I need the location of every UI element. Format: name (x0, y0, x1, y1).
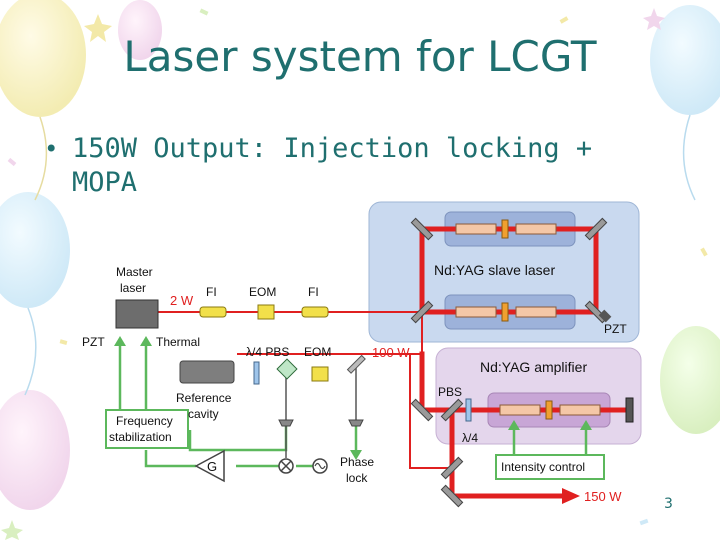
balloon-shape (118, 0, 162, 60)
amplifier-crystal-left (499, 404, 541, 416)
pzt-actuator (598, 309, 612, 323)
confetti-piece (700, 247, 708, 257)
slave-rotator-bottom (501, 302, 509, 322)
confetti-piece (7, 157, 17, 167)
lambda4-plate (253, 361, 260, 385)
balloon-shape (660, 326, 720, 434)
confetti-star (1, 520, 23, 540)
page-number: 3 (664, 496, 673, 512)
faraday-isolator-2 (301, 306, 329, 318)
label-eom-1: EOM (249, 285, 276, 299)
confetti-piece (59, 339, 68, 345)
mirror-top-left (410, 217, 434, 241)
label-amplifier: Nd:YAG amplifier (480, 359, 587, 375)
mirror-output-corner (440, 484, 464, 508)
photodetector-icon (278, 419, 294, 427)
photodetector-icon (348, 419, 364, 427)
mirror-bottom-left (410, 300, 434, 324)
label-pzt-left: PZT (82, 335, 105, 349)
mirror-output-lower (440, 456, 464, 480)
frequency-stabilization-box (105, 409, 189, 449)
label-reference-cavity-line2: cavity (188, 407, 219, 421)
amplifier-lambda4 (465, 398, 472, 422)
beam-splitter-sample (346, 354, 366, 374)
label-slave-laser: Nd:YAG slave laser (434, 262, 555, 278)
mirror-100w-turn (410, 398, 434, 422)
label-power-150w: 150 W (584, 489, 622, 504)
arrowhead-down-icon (350, 450, 362, 460)
amplifier-end-mirror (625, 397, 634, 423)
bullet-text: 150W Output: Injection locking + MOPA (72, 133, 593, 198)
amplifier-rotator (545, 400, 553, 420)
label-fi-1: FI (206, 285, 217, 299)
slide-title: Laser system for LCGT (123, 32, 597, 81)
reference-cavity-box (179, 360, 235, 384)
mixer-cross (280, 460, 292, 472)
balloon-string (24, 307, 37, 396)
mirror-top-right (584, 217, 608, 241)
sine-wave (314, 462, 326, 470)
amplifier-pbs (440, 398, 464, 422)
feedback-detector-to-freq (188, 425, 288, 452)
slave-crystal-top-right (515, 223, 557, 235)
master-laser-box (115, 299, 159, 329)
arrowhead-up-icon (580, 420, 592, 430)
pbs-cube (276, 358, 298, 380)
label-fi-2: FI (308, 285, 319, 299)
label-lambda4: λ/4 (462, 431, 478, 445)
label-eom-2: EOM (304, 345, 331, 359)
output-beam-arrowhead (562, 488, 580, 504)
label-frequency-line1: Frequency (116, 414, 173, 428)
label-reference-cavity-line1: Reference (176, 391, 232, 405)
slave-crystal-bottom-left (455, 306, 497, 318)
amplifier-crystal-right (559, 404, 601, 416)
slave-rotator-top (501, 219, 509, 239)
balloon-string (34, 116, 48, 201)
label-lambda4-pbs: λ/4 PBS (246, 345, 289, 359)
label-phase-lock-line2: lock (346, 471, 368, 485)
eom-2 (311, 366, 329, 382)
balloon-shape (0, 192, 70, 308)
label-thermal: Thermal (156, 335, 200, 349)
confetti-star (84, 14, 112, 42)
faraday-isolator-1 (199, 306, 227, 318)
eom-1 (257, 304, 275, 320)
confetti-piece (199, 8, 209, 16)
arrowhead-up-icon (140, 336, 152, 346)
gain-amplifier-icon (194, 449, 225, 483)
confetti-piece (639, 518, 649, 526)
label-pzt-right: PZT (604, 322, 627, 336)
balloon-shape (0, 390, 70, 510)
confetti-star (643, 8, 665, 30)
intensity-control-box (495, 454, 605, 480)
slave-crystal-bottom-right (515, 306, 557, 318)
label-g: G (207, 459, 217, 474)
confetti-piece (559, 16, 569, 24)
label-master-laser-line2: laser (120, 281, 146, 295)
label-phase-lock-line1: Phase (340, 455, 374, 469)
arrowhead-up-icon (508, 420, 520, 430)
feedback-g-loop (144, 450, 196, 468)
balloon-shape (650, 5, 720, 115)
slave-crystal-top-left (455, 223, 497, 235)
label-frequency-line2: stabilization (109, 430, 172, 444)
arrowhead-up-icon (114, 336, 126, 346)
bullet-symbol: • (44, 135, 59, 163)
balloon-shape (0, 0, 86, 117)
label-master-laser-line1: Master (116, 265, 153, 279)
label-power-2w: 2 W (170, 293, 194, 308)
label-intensity-control: Intensity control (501, 460, 585, 474)
label-power-100w: 100 W (372, 345, 410, 360)
balloon-string (682, 114, 696, 201)
label-pbs: PBS (438, 385, 462, 399)
